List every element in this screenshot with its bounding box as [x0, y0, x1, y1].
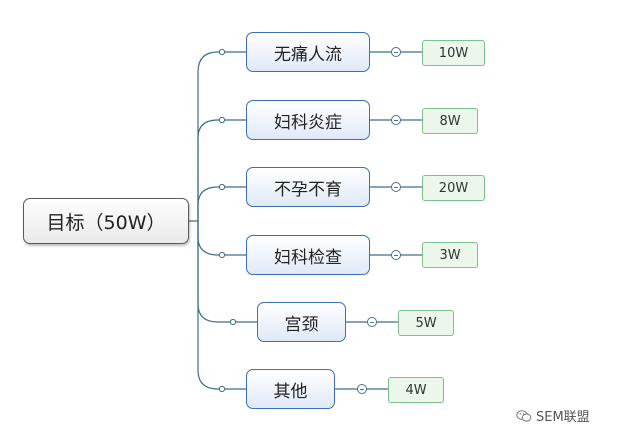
- value-tag-3: 20W: [422, 175, 485, 201]
- branch-node-1[interactable]: 无痛人流: [246, 32, 370, 72]
- branch-node-3[interactable]: 不孕不育: [246, 167, 370, 207]
- junction-dot: [218, 385, 226, 393]
- branch-node-6[interactable]: 其他: [246, 369, 335, 409]
- junction-dot: [218, 116, 226, 124]
- collapse-icon[interactable]: [391, 250, 401, 260]
- branch-node-4[interactable]: 妇科检查: [246, 235, 370, 275]
- junction-dot: [218, 183, 226, 191]
- collapse-icon[interactable]: [391, 47, 401, 57]
- value-tag-5: 5W: [398, 310, 454, 336]
- root-node[interactable]: 目标（50W）: [23, 198, 189, 244]
- watermark-text: SEM联盟: [536, 410, 590, 425]
- junction-dot: [218, 48, 226, 56]
- value-tag-2: 8W: [422, 108, 478, 134]
- wechat-icon: [516, 409, 532, 422]
- collapse-icon[interactable]: [357, 384, 367, 394]
- junction-dot: [229, 318, 237, 326]
- branch-node-5[interactable]: 宫颈: [257, 302, 346, 342]
- value-tag-6: 4W: [388, 377, 444, 403]
- branch-node-2[interactable]: 妇科炎症: [246, 100, 370, 140]
- junction-dot: [218, 251, 226, 259]
- collapse-icon[interactable]: [367, 317, 377, 327]
- value-tag-1: 10W: [422, 40, 485, 66]
- collapse-icon[interactable]: [391, 182, 401, 192]
- value-tag-4: 3W: [422, 242, 478, 268]
- watermark: SEM联盟: [516, 406, 590, 425]
- collapse-icon[interactable]: [391, 115, 401, 125]
